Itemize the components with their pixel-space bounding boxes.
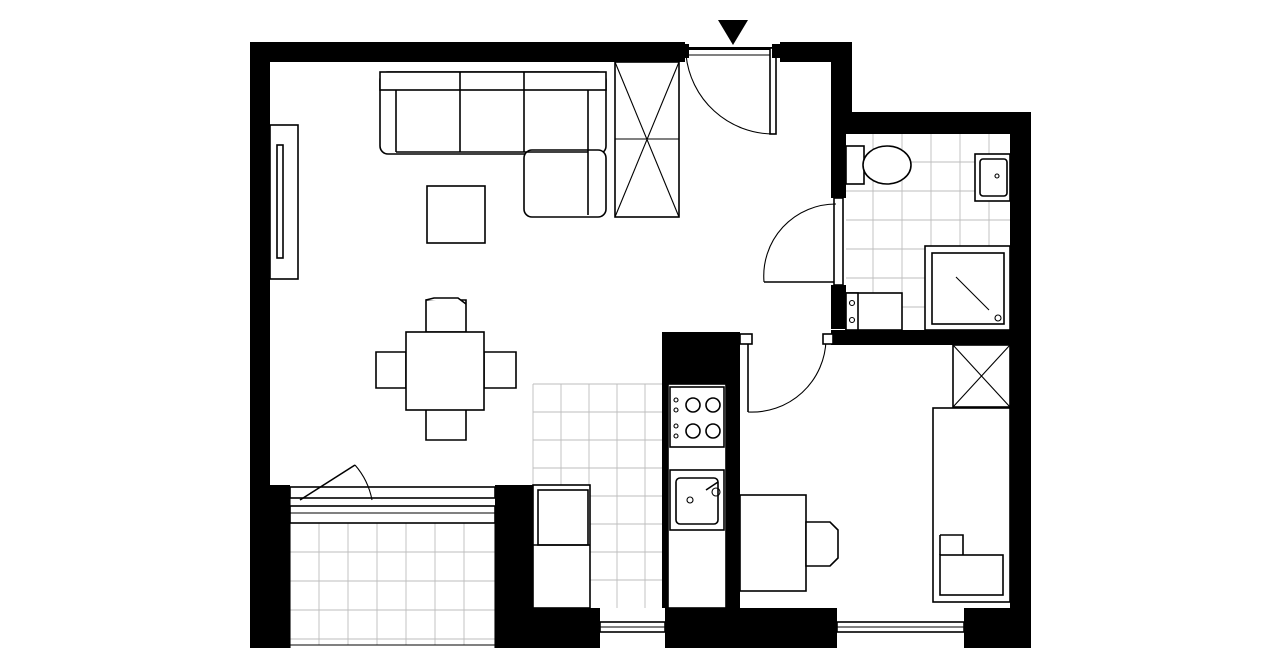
balcony-tile-floor [290,523,495,645]
coffee-table [426,185,486,244]
dining-set [375,297,517,441]
entrance-door [683,20,780,135]
windows [599,621,965,633]
wardrobe [614,61,680,218]
bathroom-sink [974,153,1011,202]
kitchen-sink [669,469,725,531]
tv-console [269,124,299,280]
toilet [845,145,912,185]
stove [669,386,725,448]
bedroom-wardrobe [952,344,1011,408]
entrance-arrow-icon [718,20,748,45]
balcony-door [289,464,496,648]
bed [932,407,1011,603]
walls [250,42,1031,648]
corner-sofa [379,71,607,218]
bathroom-door [763,197,844,286]
shower [924,245,1011,331]
bedroom-door [739,333,834,413]
fridge [532,484,591,609]
desk-with-chair [739,494,839,592]
washing-machine [845,292,903,331]
